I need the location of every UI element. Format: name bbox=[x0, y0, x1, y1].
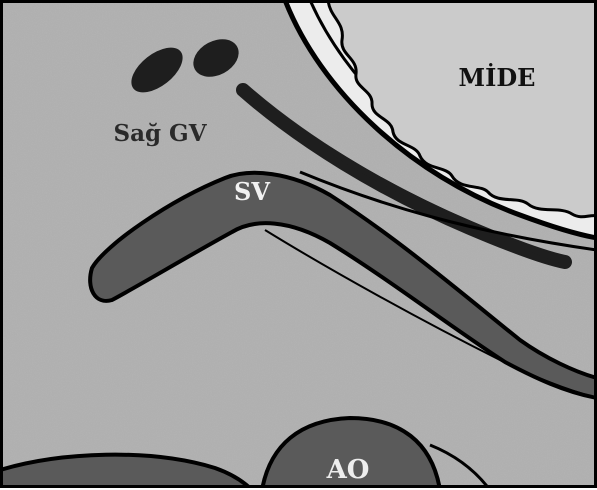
right-gastric-vein-label: Sağ GV bbox=[113, 120, 207, 147]
splenic-vein-label: SV bbox=[234, 177, 270, 206]
aorta-label: AO bbox=[326, 455, 370, 485]
stomach-label: MİDE bbox=[459, 63, 536, 92]
